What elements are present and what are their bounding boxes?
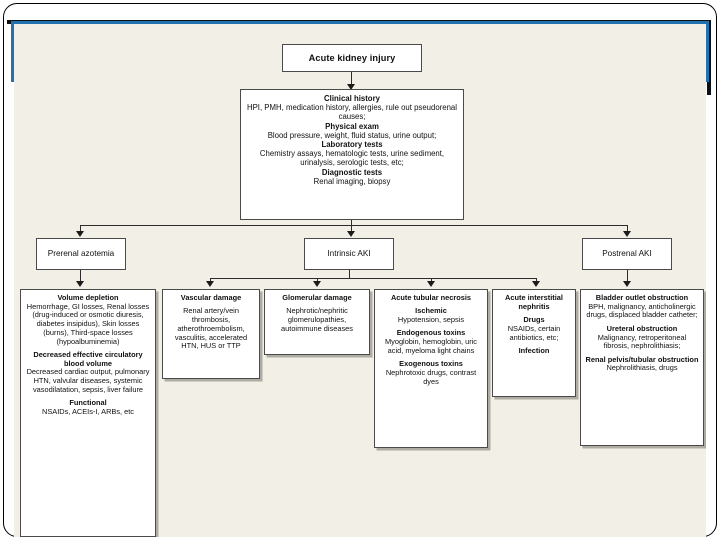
node-label: Intrinsic AKI — [327, 249, 371, 259]
workup-heading-3: Diagnostic tests — [321, 167, 383, 177]
ain-heading-1: Drugs — [523, 315, 545, 325]
postobs-body-1: Malignancy, retroperitoneal fibrosis, ne… — [597, 332, 687, 351]
workup-body-3: Renal imaging, biopsy — [313, 176, 391, 186]
connector-to-intrinsic — [351, 225, 353, 233]
workup-heading-0: Clinical history — [324, 94, 380, 103]
connector-workup-stem — [351, 220, 353, 226]
node-acute-interstitial-nephritis[interactable]: Acute interstitial nephritis Drugs NSAID… — [492, 289, 576, 397]
ain-heading-2: Infection — [518, 345, 550, 355]
postobs-heading-2: Renal pelvis/tubular obstruction — [585, 354, 699, 364]
node-postrenal-obstruction[interactable]: Bladder outlet obstruction BPH, malignan… — [580, 289, 704, 446]
volume-heading-1: Decreased effective circulatory blood vo… — [33, 349, 143, 368]
arrowhead-acute-interstitial-nephritis — [532, 281, 540, 287]
vascular-heading-0: Vascular damage — [180, 293, 242, 302]
arrowhead-workup — [347, 84, 355, 90]
volume-body-0: Hemorrhage, GI losses, Renal losses (dru… — [26, 301, 150, 346]
diagram-canvas: Acute kidney injury Clinical history HPI… — [14, 24, 706, 537]
connector-to-vascular — [210, 278, 212, 283]
atn-heading-0: Acute tubular necrosis — [390, 293, 472, 302]
arrowhead-intrinsic — [347, 231, 355, 237]
node-initial-evaluation[interactable]: Clinical history HPI, PMH, medication hi… — [240, 89, 464, 220]
volume-heading-0: Volume depletion — [57, 293, 119, 302]
node-intrinsic-aki[interactable]: Intrinsic AKI — [304, 238, 394, 270]
volume-body-1: Decreased cardiac output, pulmonary HTN,… — [26, 367, 150, 394]
atn-body-1: Hypotension, sepsis — [397, 315, 465, 325]
workup-body-2: Chemistry assays, hematologic tests, uri… — [259, 149, 445, 168]
node-volume-depletion[interactable]: Volume depletion Hemorrhage, GI losses, … — [20, 289, 156, 537]
postobs-heading-1: Ureteral obstruction — [606, 323, 678, 333]
node-postrenal-aki[interactable]: Postrenal AKI — [582, 238, 672, 270]
connector-to-prerenal — [80, 225, 82, 233]
volume-body-2: NSAIDs, ACEIs-I, ARBs, etc — [42, 406, 134, 416]
glomerular-heading-0: Glomerular damage — [282, 293, 352, 302]
atn-heading-3: Exogenous toxins — [399, 359, 463, 369]
workup-body-0: HPI, PMH, medication history, allergies,… — [246, 103, 458, 122]
connector-to-postrenal — [627, 225, 629, 233]
arrowhead-prerenal — [76, 231, 84, 237]
workup-heading-2: Laboratory tests — [321, 139, 383, 149]
connector-prerenal-to-volume — [80, 270, 82, 283]
postobs-heading-0: Bladder outlet obstruction — [595, 293, 689, 302]
arrowhead-postrenal-obstruction — [623, 281, 631, 287]
atn-heading-1: Ischemic — [415, 306, 447, 316]
connector-to-ain — [536, 278, 538, 283]
arrowhead-acute-tubular-necrosis — [427, 281, 435, 287]
ain-heading-0: Acute interstitial nephritis — [505, 293, 563, 311]
atn-body-2: Myoglobin, hemoglobin, uric acid, myelom… — [384, 337, 478, 355]
connector-to-glomerular — [317, 278, 319, 283]
node-label: Acute kidney injury — [308, 52, 396, 63]
title-band-shadow-right — [707, 20, 711, 95]
connector-intrinsic-stem — [349, 270, 351, 279]
arrowhead-vascular-damage — [206, 281, 214, 287]
ain-body-1: NSAIDs, certain antibiotics, etc; — [507, 323, 561, 342]
arrowhead-volume-depletion — [76, 281, 84, 287]
arrowhead-glomerular-damage — [313, 281, 321, 287]
workup-body-1: Blood pressure, weight, fluid status, ur… — [267, 130, 437, 140]
node-label: Postrenal AKI — [602, 249, 652, 259]
atn-heading-2: Endogenous toxins — [396, 328, 466, 338]
connector-intrinsic-bus — [210, 278, 537, 280]
postobs-body-0: BPH, malignancy, anticholinergic drugs, … — [586, 301, 698, 320]
node-label: Prerenal azotemia — [47, 249, 115, 259]
node-prerenal-azotemia[interactable]: Prerenal azotemia — [36, 238, 126, 270]
connector-category-bus — [80, 225, 628, 227]
atn-body-3: Nephrotoxic drugs, contrast dyes — [385, 367, 477, 386]
postobs-body-2: Nephrolithiasis, drugs — [606, 363, 678, 373]
workup-heading-1: Physical exam — [325, 121, 379, 131]
glomerular-body-0: Nephrotic/nephritic glomerulopathies, au… — [281, 306, 353, 333]
connector-to-atn — [431, 278, 433, 283]
connector-root-to-workup — [351, 72, 353, 87]
node-vascular-damage[interactable]: Vascular damage Renal artery/vein thromb… — [162, 289, 260, 379]
volume-heading-2: Functional — [69, 398, 107, 408]
node-acute-tubular-necrosis[interactable]: Acute tubular necrosis Ischemic Hypotens… — [374, 289, 488, 448]
node-acute-kidney-injury[interactable]: Acute kidney injury — [282, 44, 422, 72]
vascular-body-0: Renal artery/vein thrombosis, atherothro… — [174, 306, 248, 351]
arrowhead-postrenal — [623, 231, 631, 237]
node-glomerular-damage[interactable]: Glomerular damage Nephrotic/nephritic gl… — [264, 289, 370, 355]
connector-postrenal-to-obstruction — [627, 270, 629, 283]
